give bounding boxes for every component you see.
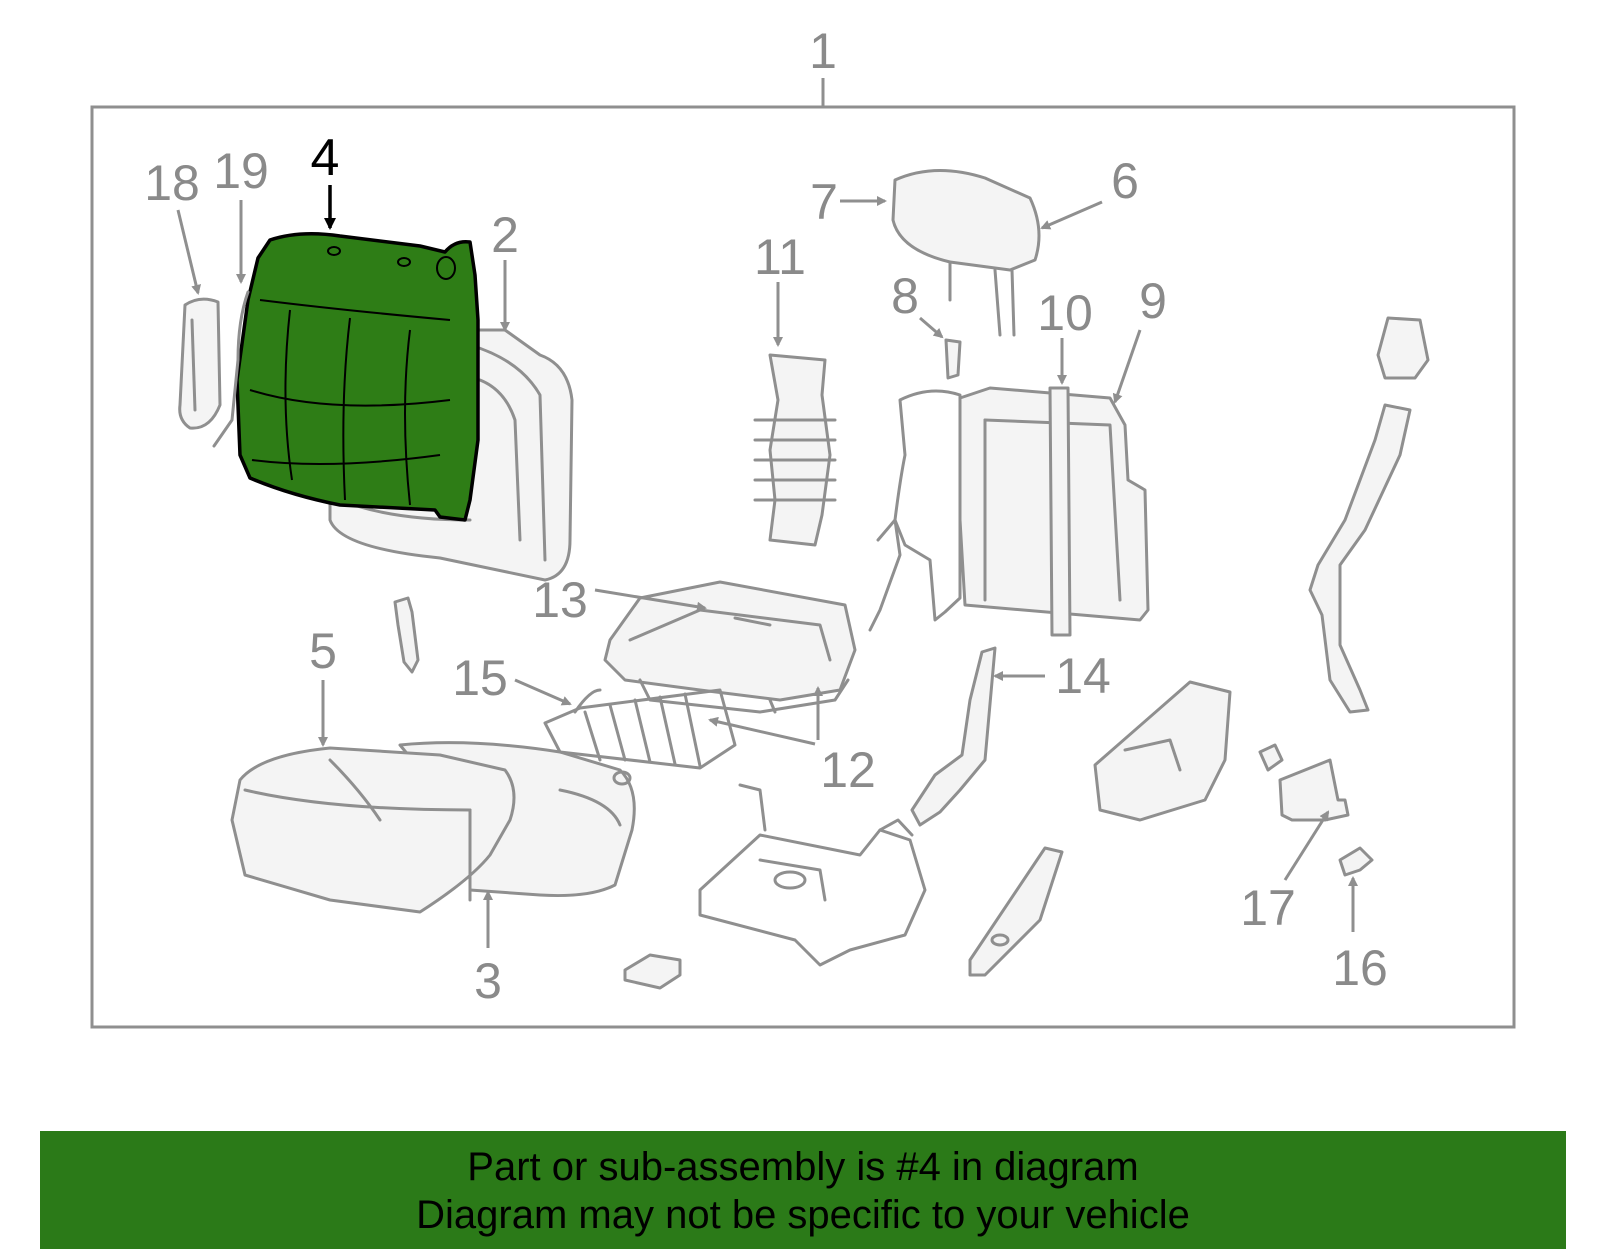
leader-12b xyxy=(708,716,816,746)
part-4-seatback-pad[interactable] xyxy=(235,232,480,522)
leader-18 xyxy=(176,209,201,295)
adjuster-foot-pad[interactable] xyxy=(623,953,682,990)
leader-9 xyxy=(1112,329,1142,404)
leader-17 xyxy=(1283,810,1330,881)
callout-2: 2 xyxy=(491,207,519,263)
part-17-switch[interactable] xyxy=(1258,743,1350,822)
part-10-seatback-bar[interactable] xyxy=(1048,386,1072,637)
part-5-seat-cushion-cover[interactable] xyxy=(230,746,516,914)
adjuster-rail-right[interactable] xyxy=(968,846,1064,977)
callout-8: 8 xyxy=(891,268,919,324)
leader-13 xyxy=(594,588,707,612)
seat-belt-buckle[interactable] xyxy=(1308,316,1430,714)
part-16-knob[interactable] xyxy=(1338,846,1374,877)
part-8-headrest-guide[interactable] xyxy=(944,338,962,380)
callout-1: 1 xyxy=(809,23,837,79)
callout-13: 13 xyxy=(532,572,588,628)
callout-12: 12 xyxy=(820,742,876,798)
callout-9: 9 xyxy=(1139,273,1167,329)
callout-15: 15 xyxy=(452,650,508,706)
recliner-frame-left[interactable] xyxy=(868,389,962,632)
part-11-lumbar-support[interactable] xyxy=(753,353,837,547)
callout-4: 4 xyxy=(311,129,340,187)
callout-16: 16 xyxy=(1332,940,1388,996)
banner-line-1: Part or sub-assembly is #4 in diagram xyxy=(467,1145,1139,1189)
callout-14: 14 xyxy=(1055,648,1111,704)
leader-8 xyxy=(919,316,944,339)
part-12-seat-frame[interactable] xyxy=(638,678,850,714)
callout-19: 19 xyxy=(213,143,269,199)
part-19-wire-rod[interactable] xyxy=(212,290,250,448)
part-6-headrest[interactable] xyxy=(891,169,1041,337)
callout-5: 5 xyxy=(309,623,337,679)
side-shield[interactable] xyxy=(1093,680,1232,822)
leader-15 xyxy=(514,678,572,706)
part-18-side-trim[interactable] xyxy=(178,297,222,430)
banner-line-2: Diagram may not be specific to your vehi… xyxy=(416,1193,1190,1237)
leader-6 xyxy=(1040,200,1103,230)
assembly-frame xyxy=(90,105,1516,1029)
seat-adjuster-track[interactable] xyxy=(698,783,927,967)
callout-6: 6 xyxy=(1111,153,1139,209)
part-15-spring-assembly[interactable] xyxy=(543,688,737,770)
callout-3: 3 xyxy=(474,953,502,1009)
info-banner: Part or sub-assembly is #4 in diagram Di… xyxy=(40,1131,1566,1249)
callout-17: 17 xyxy=(1240,880,1296,936)
bracket-small[interactable] xyxy=(393,596,420,674)
part-14-recliner-bracket[interactable] xyxy=(910,646,997,827)
callout-11: 11 xyxy=(754,229,806,285)
callout-10: 10 xyxy=(1037,285,1093,341)
callout-18: 18 xyxy=(144,155,200,211)
callout-7: 7 xyxy=(810,174,838,230)
